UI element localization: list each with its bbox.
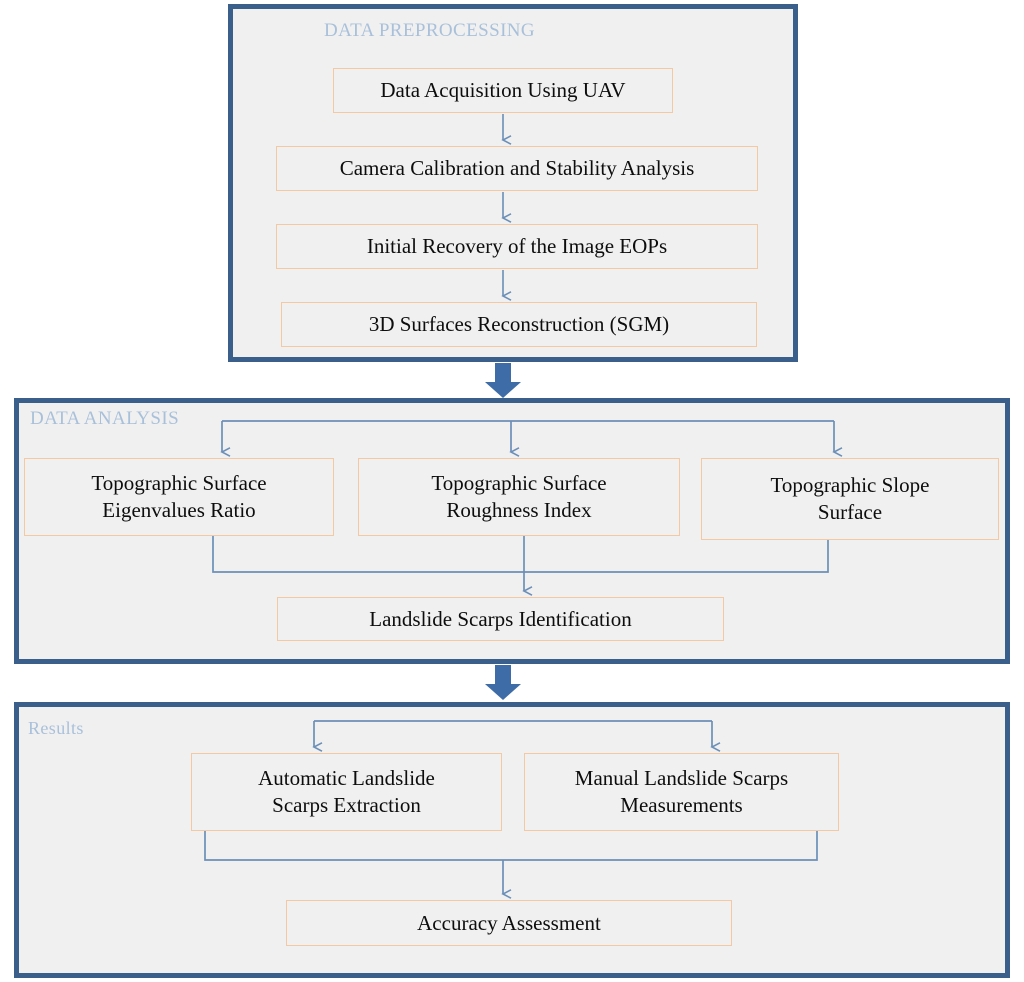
node-camera-calibration-label: Camera Calibration and Stability Analysi… <box>339 156 695 181</box>
node-accuracy-assessment-label: Accuracy Assessment <box>417 910 601 935</box>
node-roughness-line1: Topographic Surface <box>431 471 607 496</box>
node-automatic-text: Automatic Landslide Scarps Extraction <box>198 765 495 819</box>
node-automatic-line1: Automatic Landslide <box>258 766 435 791</box>
node-data-acquisition[interactable]: Data Acquisition Using UAV <box>333 68 673 113</box>
node-roughness-text: Topographic Surface Roughness Index <box>365 470 673 524</box>
node-topographic-slope-surface[interactable]: Topographic Slope Surface <box>701 458 999 540</box>
arrow-analysis-to-results <box>485 665 521 700</box>
node-landslide-scarps-identification-label: Landslide Scarps Identification <box>369 606 632 631</box>
section-label-data-preprocessing: DATA PREPROCESSING <box>324 20 536 41</box>
node-3d-surfaces-reconstruction-label: 3D Surfaces Reconstruction (SGM) <box>368 312 670 337</box>
node-manual-text: Manual Landslide Scarps Measurements <box>531 765 832 819</box>
node-manual-landslide-scarps-measurements[interactable]: Manual Landslide Scarps Measurements <box>524 753 839 831</box>
node-landslide-scarps-identification[interactable]: Landslide Scarps Identification <box>277 597 724 641</box>
node-3d-surfaces-reconstruction[interactable]: 3D Surfaces Reconstruction (SGM) <box>281 302 757 347</box>
node-data-acquisition-label: Data Acquisition Using UAV <box>380 78 626 103</box>
node-slope-line2: Surface <box>817 500 883 524</box>
node-roughness-line2: Roughness Index <box>446 498 592 522</box>
node-manual-line2: Measurements <box>620 793 743 817</box>
node-slope-text: Topographic Slope Surface <box>708 472 992 526</box>
node-initial-recovery-eops-label: Initial Recovery of the Image EOPs <box>366 234 668 259</box>
node-automatic-line2: Scarps Extraction <box>272 793 421 817</box>
node-topographic-surface-roughness-index[interactable]: Topographic Surface Roughness Index <box>358 458 680 536</box>
node-manual-line1: Manual Landslide Scarps <box>574 766 789 791</box>
node-topographic-surface-eigenvalues-ratio[interactable]: Topographic Surface Eigenvalues Ratio <box>24 458 334 536</box>
node-eigenvalues-line2: Eigenvalues Ratio <box>102 498 256 522</box>
node-eigenvalues-line1: Topographic Surface <box>91 471 267 496</box>
node-eigenvalues-text: Topographic Surface Eigenvalues Ratio <box>31 470 327 524</box>
node-camera-calibration[interactable]: Camera Calibration and Stability Analysi… <box>276 146 758 191</box>
node-initial-recovery-eops[interactable]: Initial Recovery of the Image EOPs <box>276 224 758 269</box>
node-slope-line1: Topographic Slope <box>770 473 930 498</box>
section-label-data-analysis: DATA ANALYSIS <box>30 408 180 429</box>
section-label-results: Results <box>28 718 84 738</box>
arrow-preprocessing-to-analysis <box>485 363 521 398</box>
node-automatic-landslide-scarps-extraction[interactable]: Automatic Landslide Scarps Extraction <box>191 753 502 831</box>
node-accuracy-assessment[interactable]: Accuracy Assessment <box>286 900 732 946</box>
